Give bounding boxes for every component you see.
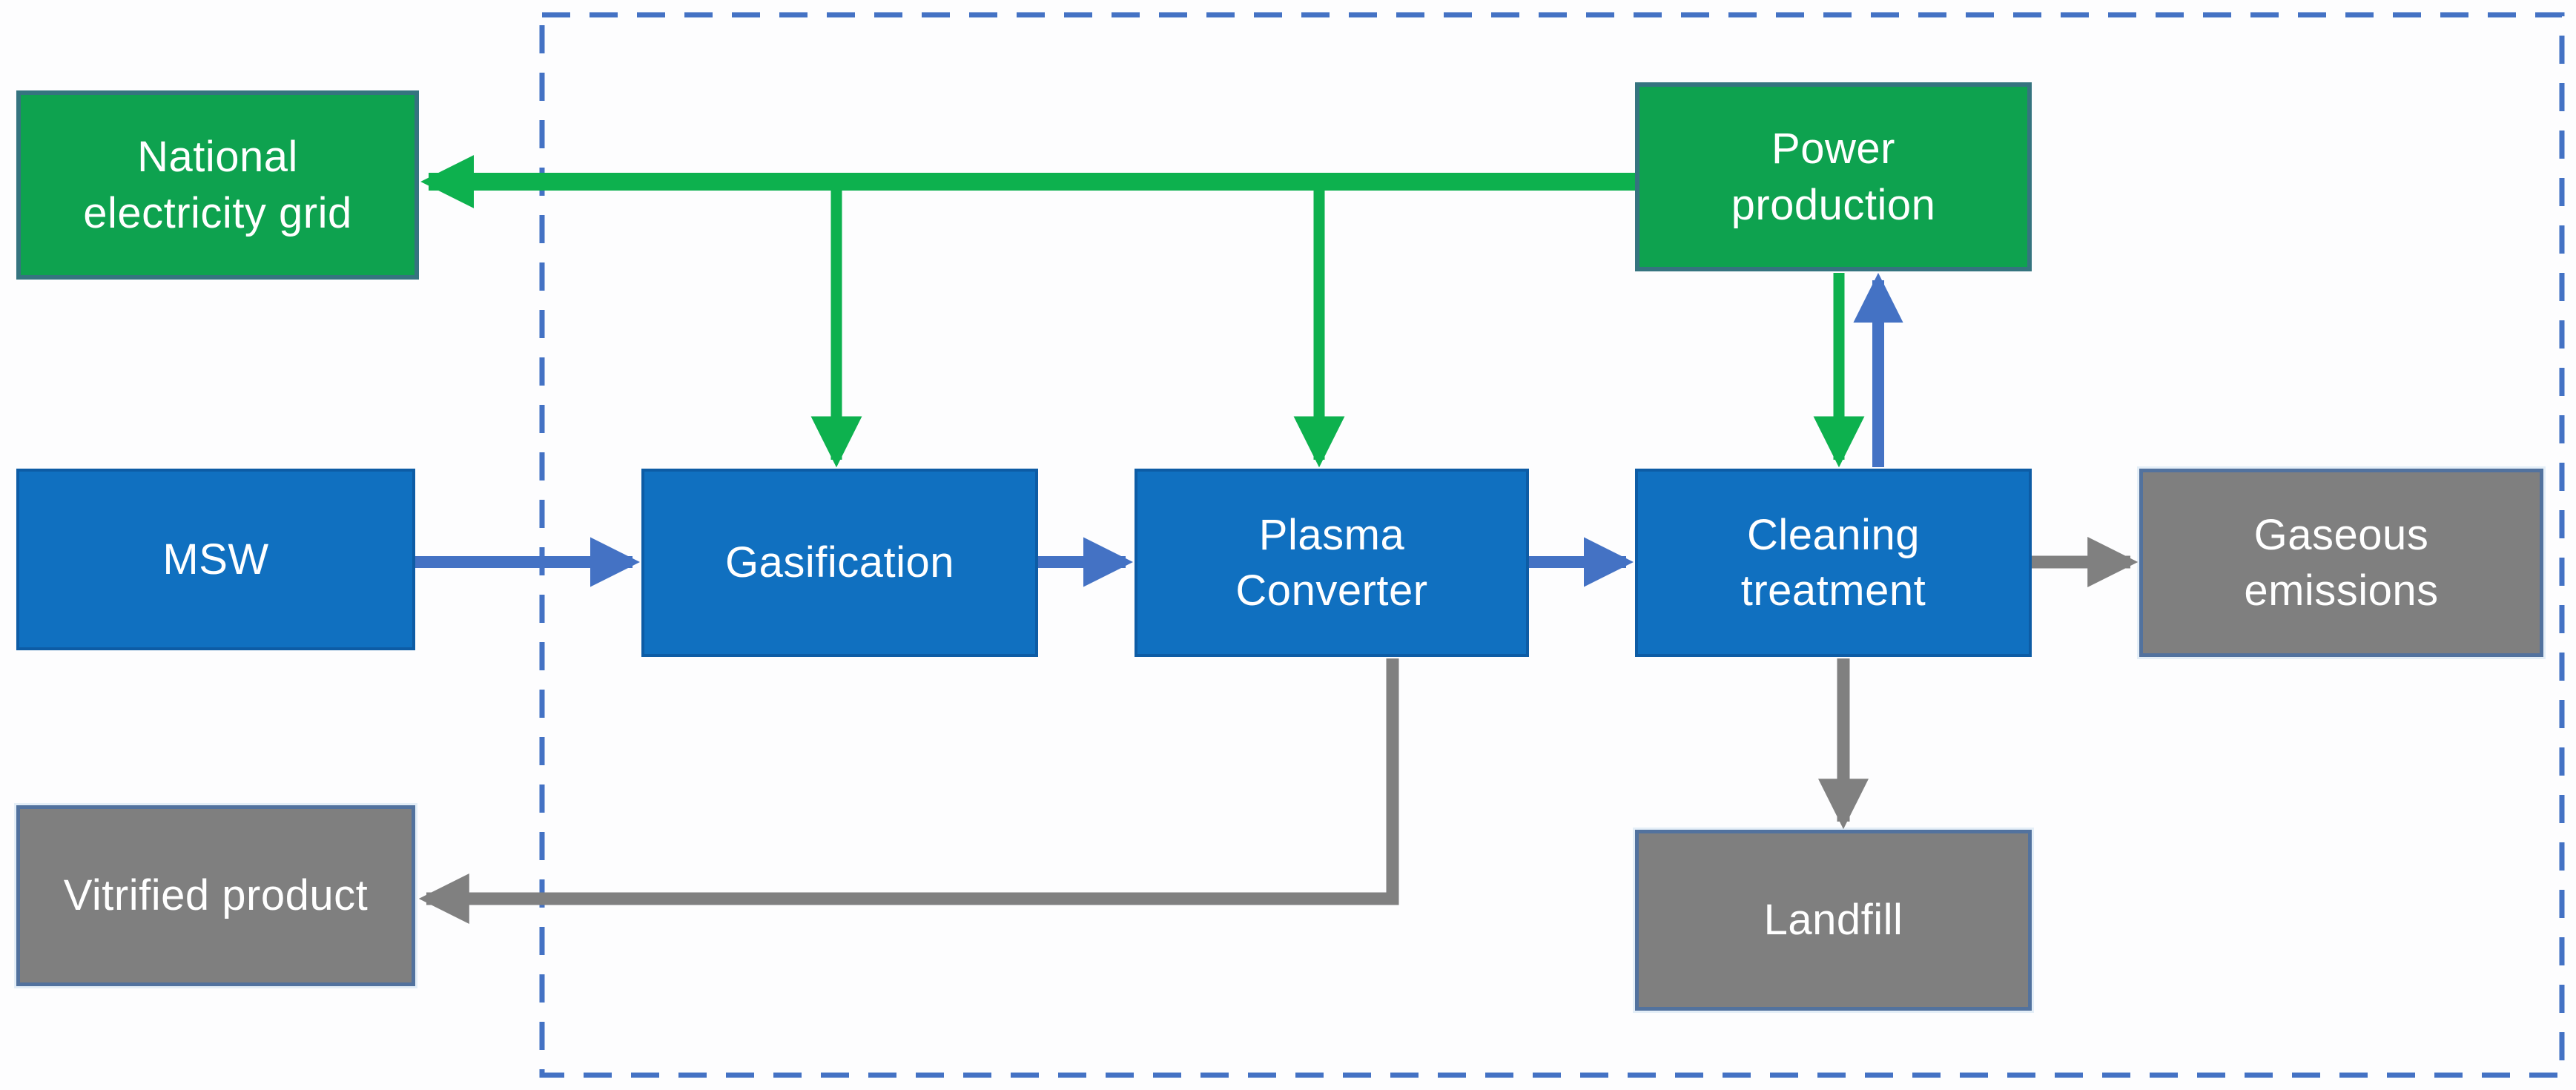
box-label: production xyxy=(1731,180,1936,229)
box-national-electricity-grid: National electricity grid xyxy=(16,90,419,280)
box-gasification: Gasification xyxy=(641,469,1038,657)
box-label: Gaseous xyxy=(2253,510,2429,559)
box-label: Landfill xyxy=(1763,896,1903,945)
box-plasma-converter: Plasma Converter xyxy=(1135,469,1529,657)
box-label: MSW xyxy=(162,535,269,584)
box-label: National xyxy=(137,133,298,182)
box-label: treatment xyxy=(1740,567,1926,615)
box-power-production: Power production xyxy=(1635,82,2032,271)
box-label: emissions xyxy=(2244,567,2439,615)
box-cleaning-treatment: Cleaning treatment xyxy=(1635,469,2032,657)
arrow-plasma-converter-to-vitrified-product xyxy=(418,658,1399,924)
box-label: electricity grid xyxy=(83,188,352,237)
box-label: Power xyxy=(1771,125,1895,174)
box-label: Vitrified product xyxy=(63,871,369,920)
box-vitrified-product: Vitrified product xyxy=(16,805,415,986)
box-label: Plasma xyxy=(1258,510,1405,559)
box-label: Gasification xyxy=(724,538,955,587)
box-label: Cleaning xyxy=(1747,510,1920,559)
box-label: Converter xyxy=(1235,567,1428,615)
box-gaseous-emissions: Gaseous emissions xyxy=(2139,469,2543,657)
box-msw: MSW xyxy=(16,469,415,650)
box-landfill: Landfill xyxy=(1635,830,2032,1011)
